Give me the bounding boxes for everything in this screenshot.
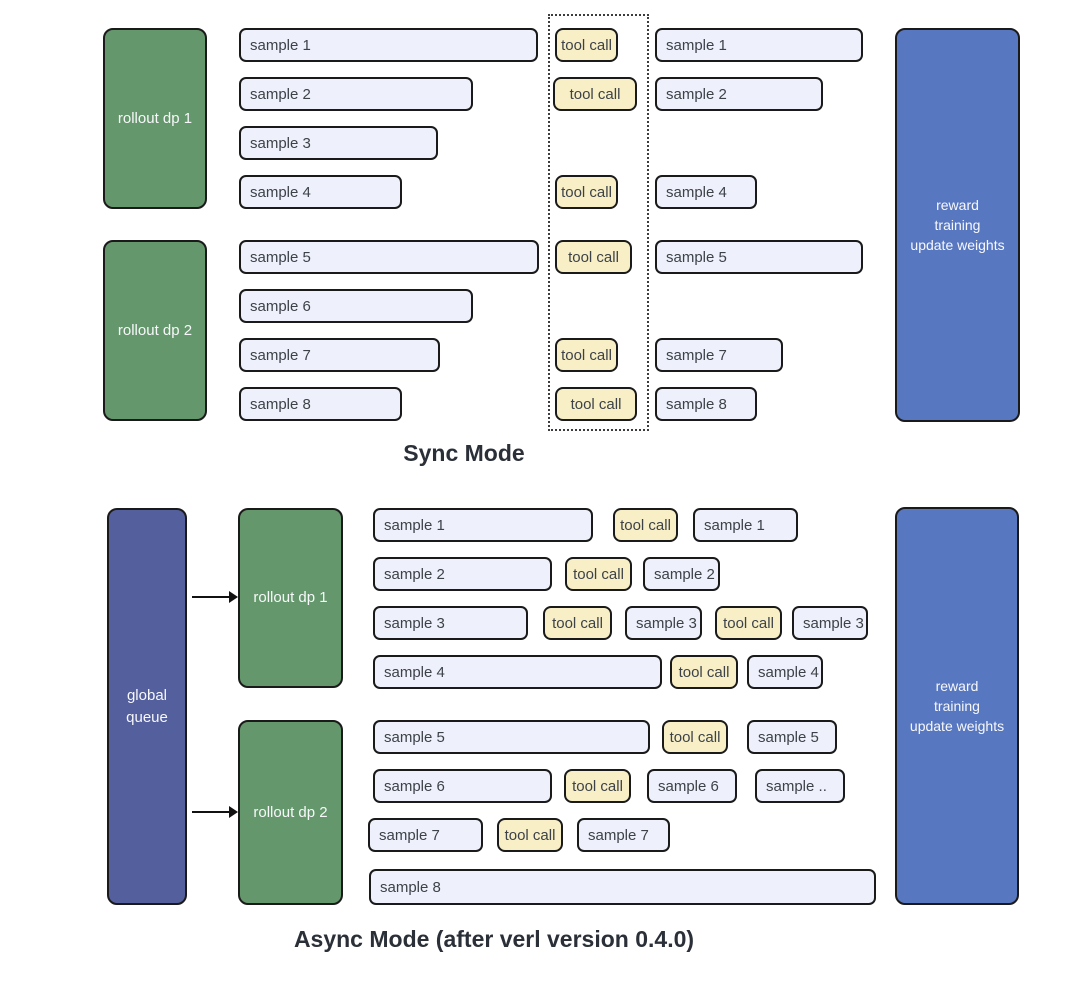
sample-box: sample 4 — [655, 175, 757, 209]
sample-box: sample 4 — [373, 655, 662, 689]
tool-call-box: tool call — [555, 338, 618, 372]
tool-call-box: tool call — [613, 508, 678, 542]
tool-call-box: tool call — [565, 557, 632, 591]
rollout-box-label: rollout dp 1 — [117, 109, 193, 127]
sample-box: sample 8 — [655, 387, 757, 421]
rollout-box-label: rollout dp 1 — [253, 589, 328, 607]
sample-box: sample 2 — [373, 557, 552, 591]
tool-call-box: tool call — [670, 655, 738, 689]
sample-box: sample 7 — [577, 818, 670, 852]
sample-box: sample 5 — [373, 720, 650, 754]
sample-box: sample 8 — [239, 387, 402, 421]
sample-box: sample 2 — [643, 557, 720, 591]
tool-call-box: tool call — [553, 77, 637, 111]
sample-box: sample 8 — [369, 869, 876, 905]
sync-mode-caption: Sync Mode — [403, 440, 525, 466]
rollout-box-label: rollout dp 2 — [253, 803, 328, 821]
async-mode-caption: Async Mode (after verl version 0.4.0) — [293, 926, 695, 952]
sample-box: sample 5 — [239, 240, 539, 274]
sample-box: sample 5 — [747, 720, 837, 754]
sample-box: sample 1 — [693, 508, 798, 542]
tool-call-box: tool call — [543, 606, 612, 640]
sample-box: sample 3 — [239, 126, 438, 160]
sample-box: sample 2 — [655, 77, 823, 111]
sample-box: sample 3 — [625, 606, 702, 640]
reward-box-label: reward — [935, 677, 979, 694]
rollout-box: rollout dp 2 — [238, 720, 343, 905]
tool-call-box: tool call — [555, 175, 618, 209]
reward-box-label: training — [934, 216, 981, 233]
rollout-box: rollout dp 1 — [103, 28, 207, 209]
sample-box: sample 3 — [792, 606, 868, 640]
sample-box: sample 5 — [655, 240, 863, 274]
flow-arrow — [192, 806, 238, 818]
sample-box: sample 1 — [373, 508, 593, 542]
sample-box: sample 2 — [239, 77, 473, 111]
tool-call-box: tool call — [555, 240, 632, 274]
reward-box-label: training — [934, 697, 980, 714]
sample-box: sample 4 — [747, 655, 823, 689]
sample-box: sample 7 — [655, 338, 783, 372]
sample-box: sample 7 — [239, 338, 440, 372]
tool-call-box: tool call — [662, 720, 728, 754]
flow-arrow — [192, 591, 238, 603]
global-queue-box-label: queue — [126, 708, 168, 726]
tool-call-box: tool call — [555, 387, 637, 421]
tool-call-box: tool call — [715, 606, 782, 640]
sample-box: sample .. — [755, 769, 845, 803]
sample-box: sample 3 — [373, 606, 528, 640]
tool-call-group-frame — [548, 14, 649, 431]
sample-box: sample 1 — [239, 28, 538, 62]
rollout-box-label: rollout dp 2 — [117, 321, 193, 339]
reward-box: reward training update weights — [895, 507, 1019, 905]
sample-box: sample 4 — [239, 175, 402, 209]
rollout-box: rollout dp 2 — [103, 240, 207, 421]
reward-box-label: update weights — [910, 237, 1005, 254]
tool-call-box: tool call — [564, 769, 631, 803]
sample-box: sample 6 — [239, 289, 473, 323]
tool-call-box: tool call — [555, 28, 618, 62]
reward-box-label: update weights — [909, 718, 1005, 735]
global-queue-box: global queue — [107, 508, 187, 905]
tool-call-box: tool call — [497, 818, 563, 852]
sample-box: sample 1 — [655, 28, 863, 62]
global-queue-box-label: global — [126, 686, 168, 704]
sample-box: sample 7 — [368, 818, 483, 852]
sample-box: sample 6 — [373, 769, 552, 803]
reward-box-label: reward — [936, 196, 979, 213]
sample-box: sample 6 — [647, 769, 737, 803]
reward-box: reward training update weights — [895, 28, 1020, 422]
rollout-box: rollout dp 1 — [238, 508, 343, 688]
